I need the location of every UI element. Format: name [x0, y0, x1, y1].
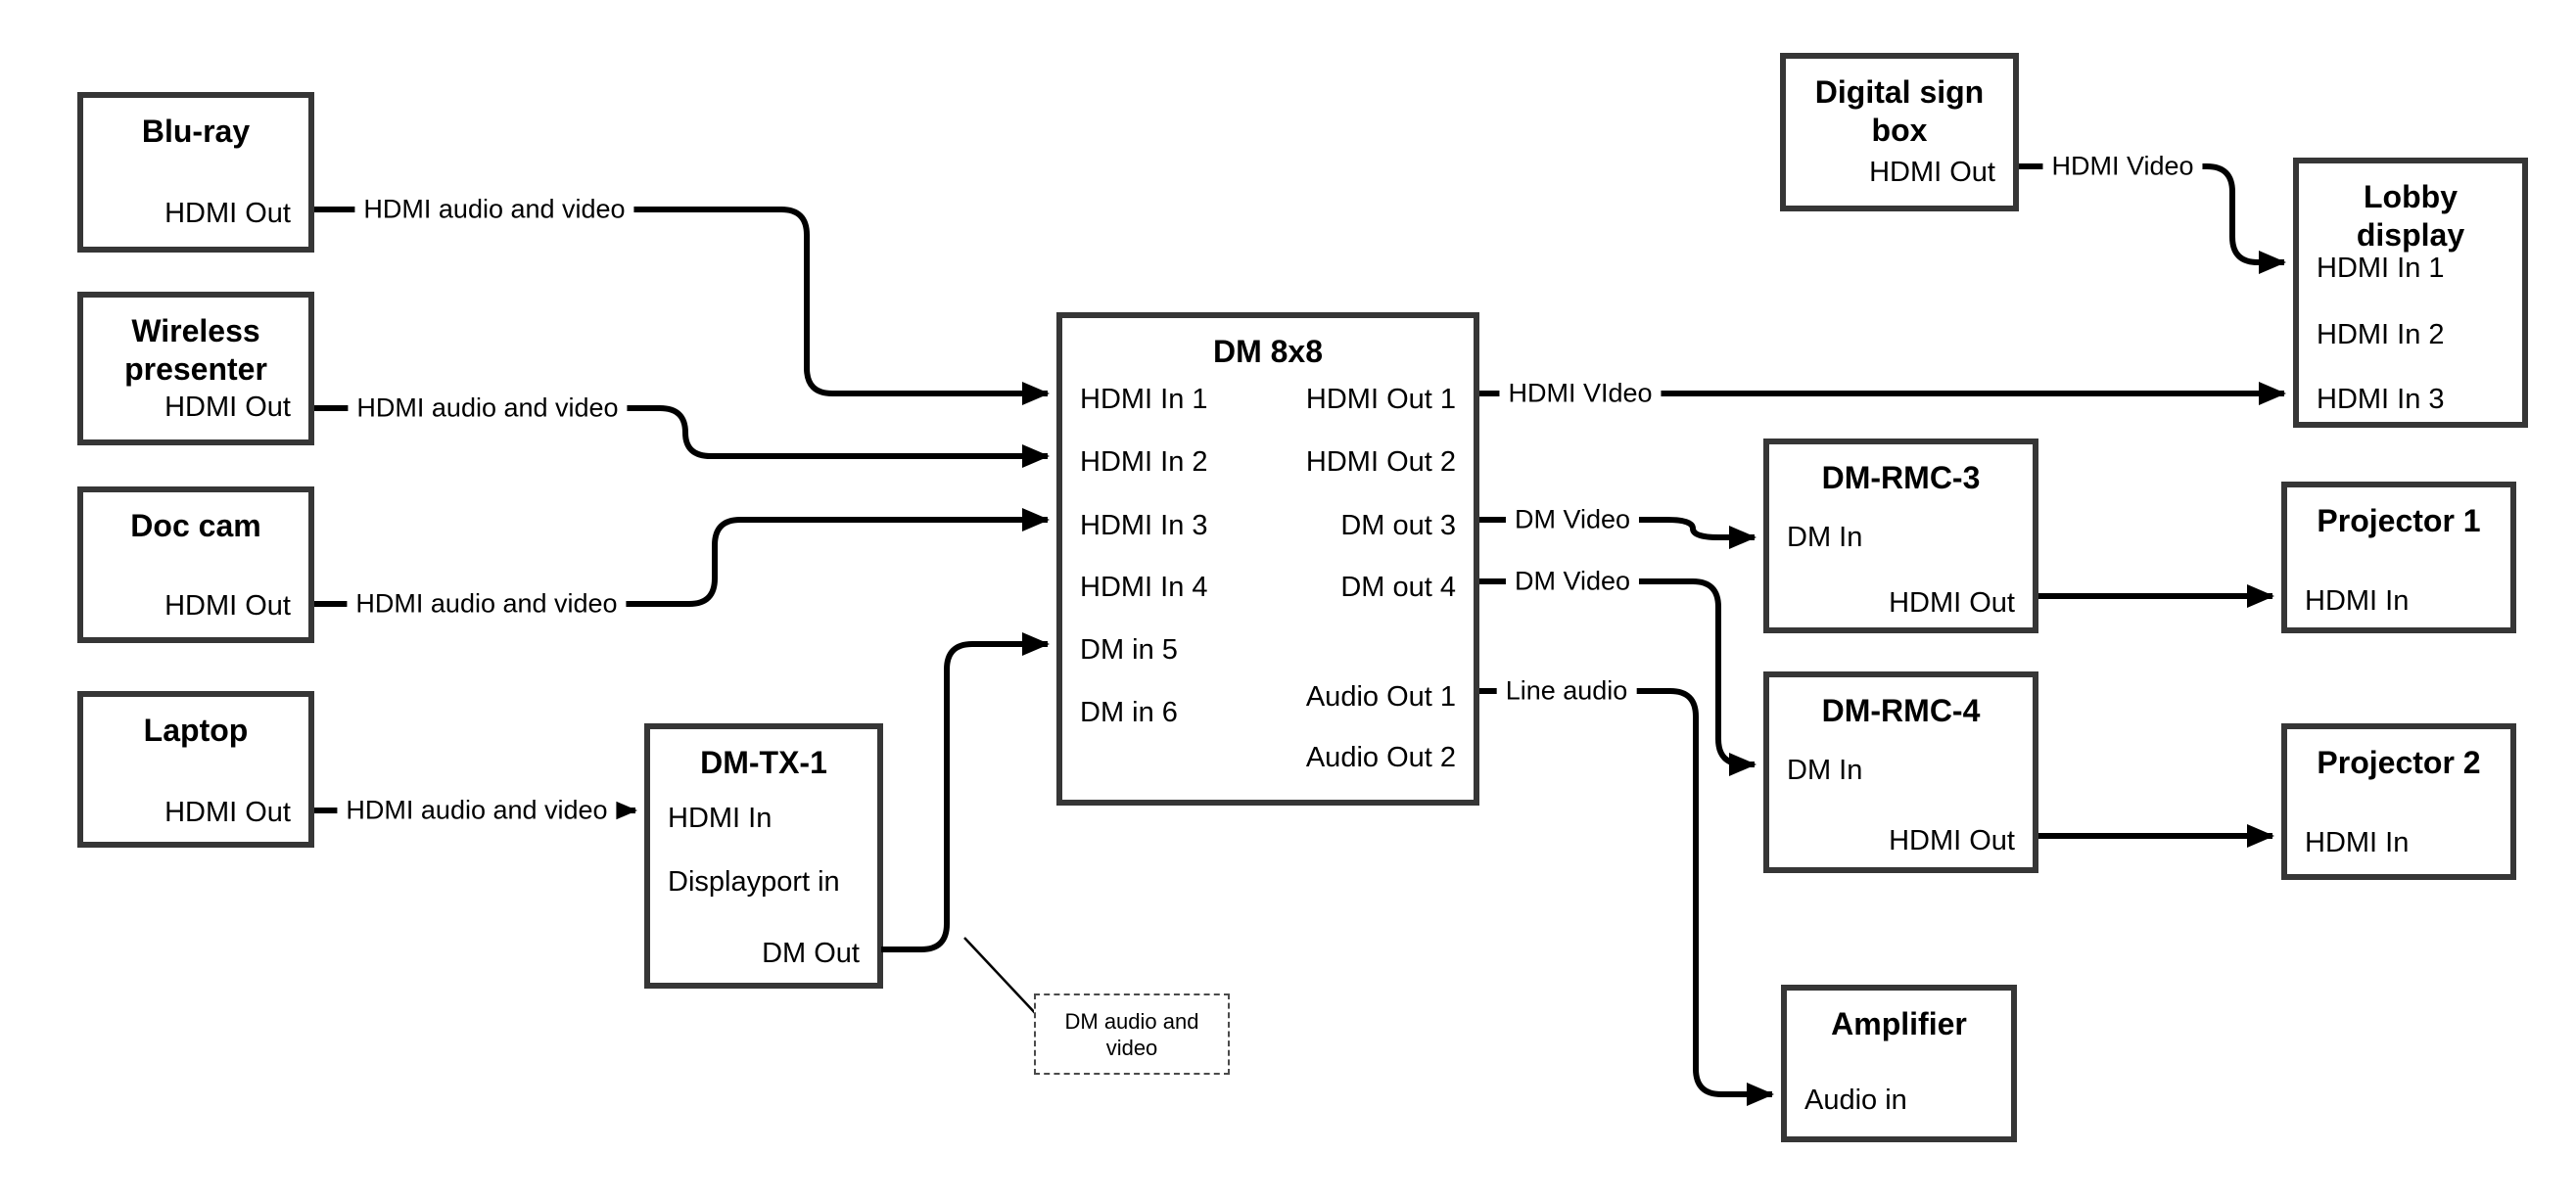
wire-label-dm-video-out4: DM Video	[1505, 566, 1640, 597]
port-hdmi-in: HDMI In	[2305, 827, 2410, 858]
node-title: Amplifier	[1831, 1006, 1967, 1041]
node-title: DM-RMC-4	[1821, 693, 1981, 728]
port-dm-in-5: DM in 5	[1080, 634, 1178, 666]
node-dm-8x8: DM 8x8 HDMI In 1 HDMI In 2 HDMI In 3 HDM…	[1056, 312, 1479, 806]
node-title: Blu-ray	[141, 114, 251, 149]
wire-dmtx1-dmout-to-dm8x8-in5	[881, 632, 1050, 952]
port-audio-out-1: Audio Out 1	[1305, 681, 1456, 713]
port-audio-in: Audio in	[1804, 1085, 1907, 1116]
node-wireless-presenter: Wireless presenter HDMI Out	[77, 292, 314, 445]
port-hdmi-in-1: HDMI In 1	[2317, 253, 2445, 284]
wire-dm8x8-dmout4-to-rmc4-dmin	[1479, 578, 1756, 776]
wire-wireless-to-dm8x8-in2	[314, 405, 1050, 468]
port-hdmi-in-2: HDMI In 2	[2317, 319, 2445, 350]
node-dm-tx-1: DM-TX-1 HDMI In Displayport in DM Out	[644, 723, 883, 989]
wire-digisign-to-lobby-in1	[2019, 163, 2286, 274]
port-hdmi-in-4: HDMI In 4	[1080, 572, 1208, 603]
port-hdmi-out: HDMI Out	[1869, 157, 1995, 188]
node-title: Projector 1	[2317, 503, 2481, 538]
node-title: DM-TX-1	[700, 745, 827, 780]
wire-label-hdmi-video-out1: HDMI VIdeo	[1499, 378, 1662, 409]
node-lobby-display: Lobby display HDMI In 1 HDMI In 2 HDMI I…	[2293, 158, 2528, 428]
port-displayport-in: Displayport in	[668, 866, 840, 898]
port-dm-out: DM Out	[762, 938, 860, 969]
node-doc-cam: Doc cam HDMI Out	[77, 486, 314, 643]
port-hdmi-in-1: HDMI In 1	[1080, 384, 1208, 415]
node-amplifier: Amplifier Audio in	[1781, 985, 2017, 1142]
port-dm-in: DM In	[1787, 522, 1863, 553]
node-title: Digital sign box	[1814, 74, 1985, 148]
port-hdmi-out: HDMI Out	[164, 392, 291, 423]
node-title: Laptop	[143, 713, 249, 748]
node-bluray: Blu-ray HDMI Out	[77, 92, 314, 253]
node-title: Projector 2	[2317, 745, 2481, 780]
port-hdmi-out: HDMI Out	[164, 198, 291, 229]
port-hdmi-in-3: HDMI In 3	[1080, 510, 1208, 541]
wire-dm8x8-dmout3-to-rmc3-dmin	[1479, 517, 1756, 549]
port-hdmi-out: HDMI Out	[164, 590, 291, 622]
wire-label-dm-video-out3: DM Video	[1505, 504, 1640, 535]
port-dm-out-4: DM out 4	[1340, 572, 1456, 603]
wire-label-hdmi-av-bluray: HDMI audio and video	[354, 194, 634, 225]
wire-doccam-to-dm8x8-in3	[314, 508, 1050, 607]
wire-dm8x8-audioout1-to-amp-audioin	[1479, 688, 1774, 1106]
node-projector-2: Projector 2 HDMI In	[2281, 723, 2516, 880]
port-dm-in-6: DM in 6	[1080, 697, 1178, 728]
port-hdmi-in: HDMI In	[2305, 585, 2410, 617]
callout-pointer-line	[963, 937, 1039, 1017]
port-hdmi-in-3: HDMI In 3	[2317, 384, 2445, 415]
wire-label-hdmi-av-laptop: HDMI audio and video	[337, 795, 617, 826]
port-hdmi-out: HDMI Out	[1889, 825, 2015, 856]
node-laptop: Laptop HDMI Out	[77, 691, 314, 848]
wire-label-hdmi-av-doccam: HDMI audio and video	[347, 588, 627, 620]
port-dm-out-3: DM out 3	[1340, 510, 1456, 541]
port-hdmi-out-2: HDMI Out 2	[1305, 446, 1456, 478]
node-title: DM-RMC-3	[1821, 460, 1981, 495]
dm-audio-video-note: DM audio and video	[1034, 993, 1230, 1075]
port-hdmi-in-2: HDMI In 2	[1080, 446, 1208, 478]
port-hdmi-out: HDMI Out	[164, 797, 291, 828]
port-dm-in: DM In	[1787, 755, 1863, 786]
node-digital-sign-box: Digital sign box HDMI Out	[1780, 53, 2019, 211]
wire-label-hdmi-video-digisign: HDMI Video	[2042, 151, 2203, 182]
node-title: Wireless presenter	[124, 313, 267, 387]
node-title: Doc cam	[130, 508, 261, 543]
node-title: Lobby display	[2356, 179, 2465, 253]
node-dm-rmc-4: DM-RMC-4 DM In HDMI Out	[1763, 671, 2038, 873]
wire-bluray-to-dm8x8-in1	[314, 207, 1050, 405]
wire-label-line-audio: Line audio	[1496, 675, 1637, 707]
port-hdmi-out-1: HDMI Out 1	[1305, 384, 1456, 415]
port-hdmi-in: HDMI In	[668, 803, 773, 834]
node-projector-1: Projector 1 HDMI In	[2281, 482, 2516, 633]
node-dm-rmc-3: DM-RMC-3 DM In HDMI Out	[1763, 439, 2038, 633]
port-hdmi-out: HDMI Out	[1889, 587, 2015, 619]
node-title: DM 8x8	[1212, 334, 1324, 369]
port-audio-out-2: Audio Out 2	[1305, 742, 1456, 773]
wire-label-hdmi-av-wireless: HDMI audio and video	[348, 393, 628, 424]
